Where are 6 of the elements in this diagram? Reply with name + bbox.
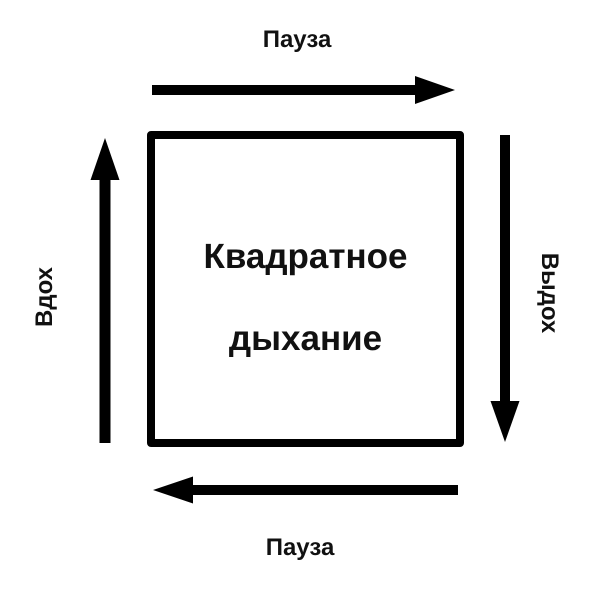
square-box [147,131,464,447]
arrow-label: Выдох [536,252,562,334]
arrow-label: Пауза [266,534,334,562]
arrow-label: Вдох [32,267,58,327]
box-title: Квадратное дыхание [202,236,409,360]
arrow-label: Пауза [262,26,332,54]
